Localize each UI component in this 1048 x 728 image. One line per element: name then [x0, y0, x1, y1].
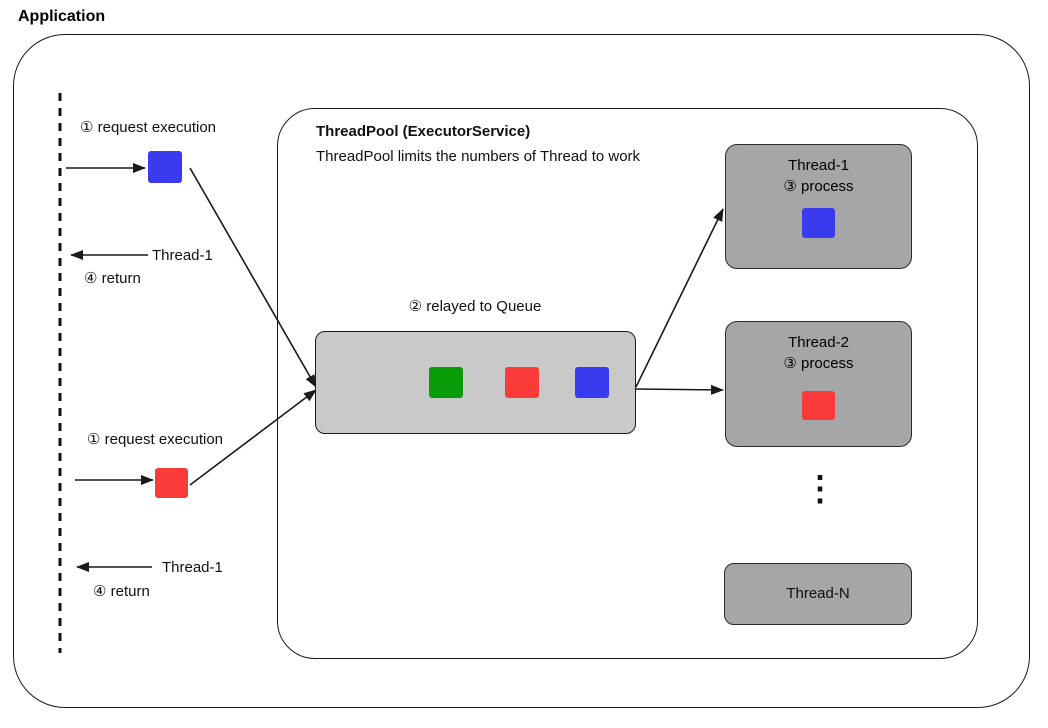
application-title: Application — [18, 8, 106, 25]
thread-n-name: Thread-N — [786, 585, 850, 603]
request-execution-label-1: ① request execution — [80, 119, 217, 136]
thread-n-box: Thread-N — [724, 563, 912, 625]
threadpool-subtitle: ThreadPool limits the numbers of Thread … — [316, 148, 641, 165]
threadpool-title: ThreadPool (ExecutorService) — [316, 123, 531, 140]
thread-1-box: Thread-1 ③ process — [725, 144, 912, 269]
task-queue — [315, 331, 636, 434]
thread-1-step: ③ process — [783, 178, 854, 195]
blue-task-square — [148, 151, 182, 183]
return-thread-label-2: Thread-1 — [162, 559, 223, 576]
queued-task-green — [429, 367, 463, 398]
return-label-2: ④ return — [93, 583, 150, 600]
request-execution-label-2: ① request execution — [87, 431, 224, 448]
thread-1-task-square — [802, 208, 835, 238]
thread-2-step: ③ process — [783, 355, 854, 372]
thread-2-name: Thread-2 — [788, 334, 849, 351]
application-boundary — [13, 34, 1030, 708]
return-thread-label-1: Thread-1 — [152, 247, 213, 264]
thread-2-task-square — [802, 391, 835, 420]
queue-label: ② relayed to Queue — [408, 298, 542, 315]
red-task-square — [155, 468, 188, 498]
queued-task-blue — [575, 367, 609, 398]
threadpool-boundary — [277, 108, 978, 659]
thread-2-box: Thread-2 ③ process — [725, 321, 912, 447]
return-label-1: ④ return — [84, 270, 141, 287]
more-threads-ellipsis: ⋮ — [803, 470, 837, 508]
thread-1-name: Thread-1 — [788, 157, 849, 174]
queued-task-red — [505, 367, 539, 398]
